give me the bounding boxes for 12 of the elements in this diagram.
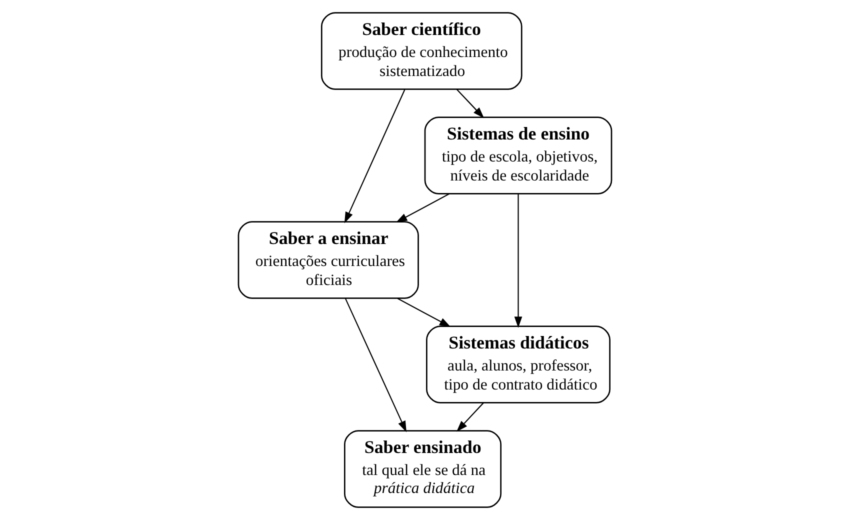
arrow <box>456 88 484 118</box>
node-box: Saber a ensinar orientações curriculares oficiais <box>237 221 418 299</box>
node-box: Sistemas de ensino tipo de escola, objetivos, níveis de escolaridade <box>424 116 612 194</box>
arrow <box>514 194 522 328</box>
node-box: Sistemas didáticos aula, alunos, professor, tipo de contrato didático <box>426 326 610 404</box>
arrow <box>344 298 406 432</box>
node-box: Saber científico produção de conhecimento sistematizado <box>320 12 522 90</box>
arrow <box>456 402 484 432</box>
arrow <box>396 298 450 327</box>
arrow <box>395 193 449 222</box>
arrow <box>344 89 405 224</box>
node-box: Saber ensinado tal qual ele se dá na prática didática <box>344 430 502 508</box>
